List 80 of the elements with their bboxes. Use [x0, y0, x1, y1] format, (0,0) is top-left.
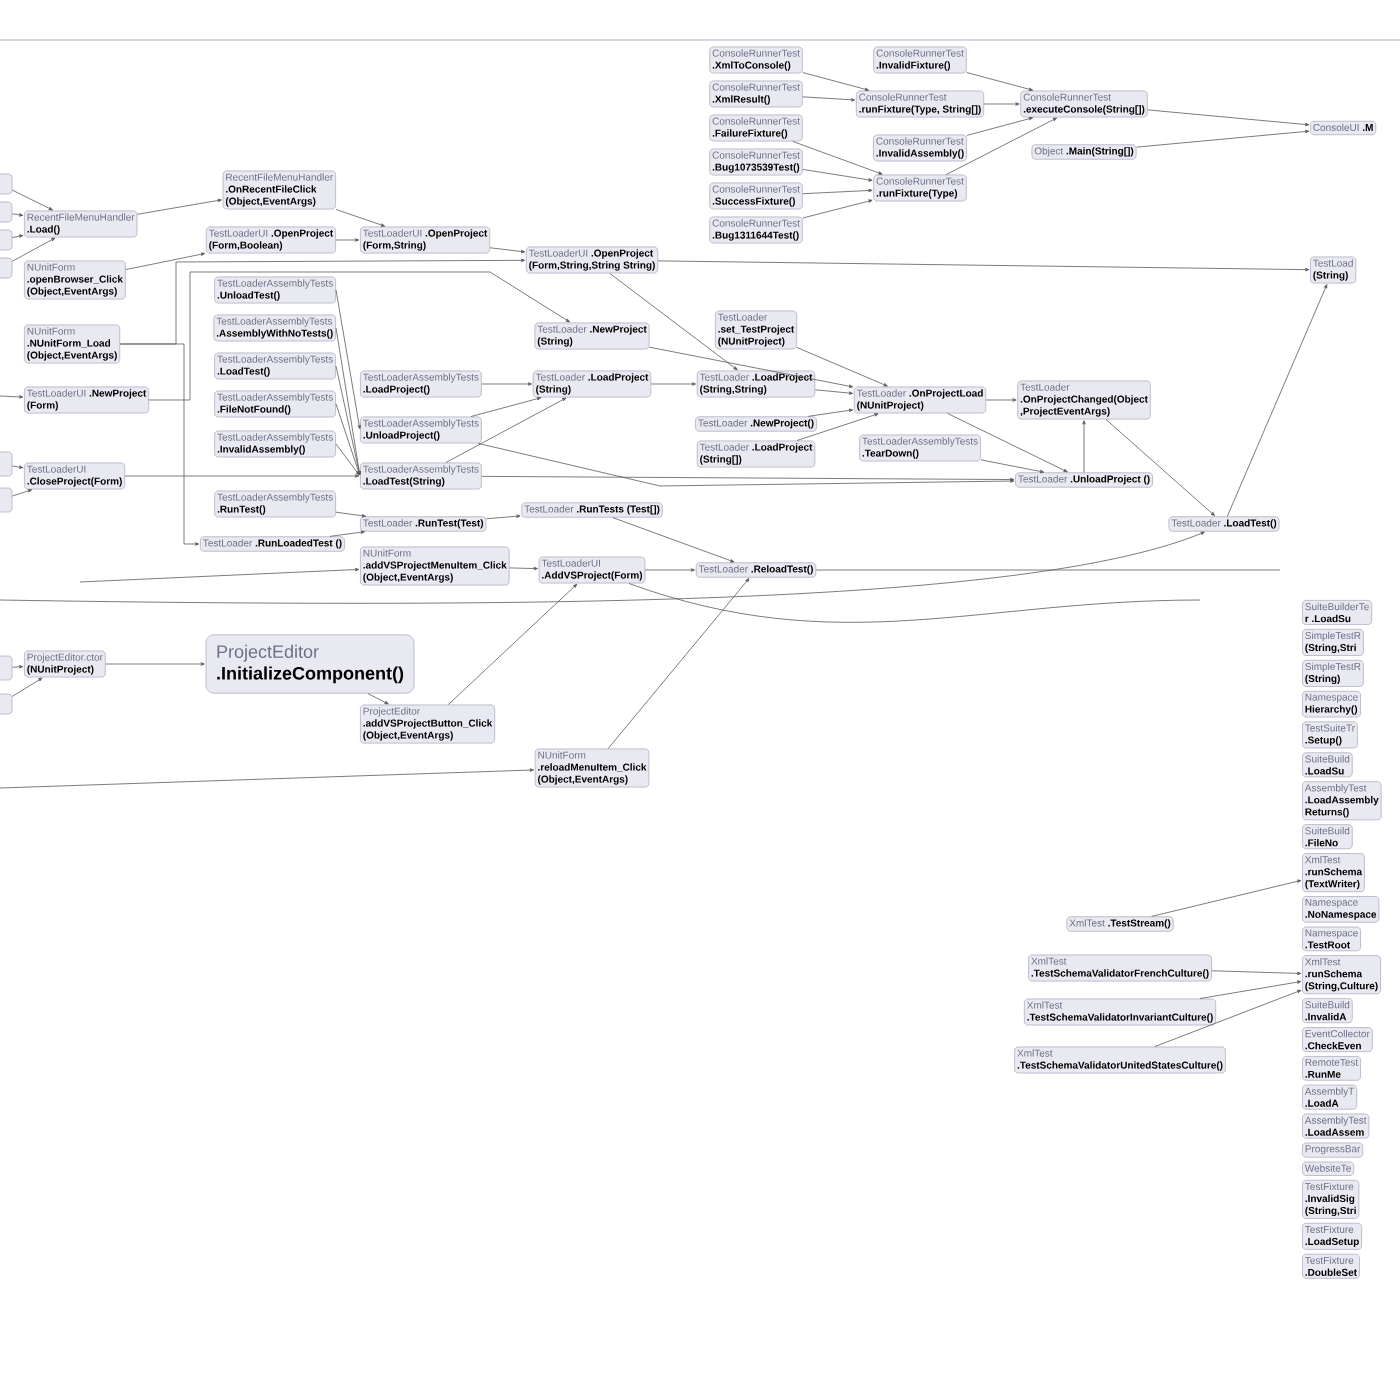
arrow	[802, 96, 856, 102]
arrow	[983, 102, 1020, 106]
arrow	[807, 408, 854, 417]
arrow	[489, 247, 526, 254]
method-box	[0, 487, 13, 513]
arrow	[329, 530, 365, 537]
connector-line	[815, 569, 1281, 571]
arrow	[1226, 284, 1328, 517]
method-box	[0, 229, 13, 251]
arrow	[12, 213, 24, 217]
arrow	[980, 459, 1045, 474]
arrow	[335, 238, 360, 242]
arrow	[796, 413, 879, 441]
arrow	[335, 209, 386, 227]
method-box	[0, 693, 13, 715]
arrow	[79, 567, 360, 583]
arrow	[657, 260, 1310, 272]
method-box	[0, 201, 13, 223]
arrow	[105, 662, 205, 666]
arrow	[1151, 879, 1302, 917]
arrow	[945, 117, 1058, 175]
arrow	[12, 665, 24, 669]
arrow	[644, 568, 695, 572]
arrow	[802, 199, 873, 219]
arrow	[1154, 989, 1302, 1047]
arrow	[985, 398, 1017, 402]
arrow	[1105, 419, 1215, 516]
arrow	[12, 189, 53, 211]
arrow	[649, 346, 854, 388]
arrow	[445, 397, 567, 463]
arrow	[12, 677, 43, 697]
arrow	[509, 566, 538, 571]
arrow	[12, 465, 24, 469]
arrow	[966, 72, 1034, 91]
arrow	[12, 234, 24, 238]
method-box	[0, 173, 13, 195]
arrow	[481, 475, 1015, 482]
arrow	[486, 514, 521, 520]
arrow	[125, 252, 206, 270]
arrow	[947, 413, 1068, 473]
arrow	[481, 382, 533, 386]
arrow	[124, 474, 360, 478]
arrow	[1136, 129, 1310, 148]
arrow	[470, 397, 542, 417]
method-box	[0, 257, 13, 279]
arrow	[796, 347, 888, 387]
arrow	[650, 382, 697, 386]
method-box: ProjectEditor .InitializeComponent()	[205, 634, 415, 694]
arrow	[612, 517, 735, 563]
arrow	[0, 395, 24, 399]
arrow	[607, 578, 750, 749]
arrow	[1082, 420, 1086, 473]
arrow	[609, 273, 738, 371]
arrow	[12, 489, 33, 497]
arrow	[335, 511, 366, 518]
arrow	[119, 343, 200, 546]
arrow	[1147, 109, 1310, 127]
arrow	[802, 188, 873, 195]
arrow	[367, 693, 389, 705]
arrow	[1211, 970, 1302, 976]
arrow	[0, 531, 1205, 604]
arrow	[335, 443, 360, 476]
connector-line	[628, 583, 1201, 623]
arrow	[1199, 980, 1302, 999]
arrow	[335, 289, 361, 430]
arrow	[12, 237, 56, 262]
arrow	[966, 117, 1034, 136]
arrow	[447, 583, 578, 705]
arrow	[137, 198, 222, 215]
arrow	[148, 271, 570, 401]
arrow	[802, 169, 873, 182]
arrow	[335, 327, 361, 476]
arrow	[335, 403, 361, 476]
arrow	[814, 389, 854, 395]
arrow	[802, 72, 870, 91]
arrow	[477, 443, 1015, 487]
method-box	[0, 655, 13, 681]
method-box	[0, 451, 13, 477]
arrow	[792, 141, 883, 175]
arrow	[0, 768, 534, 789]
